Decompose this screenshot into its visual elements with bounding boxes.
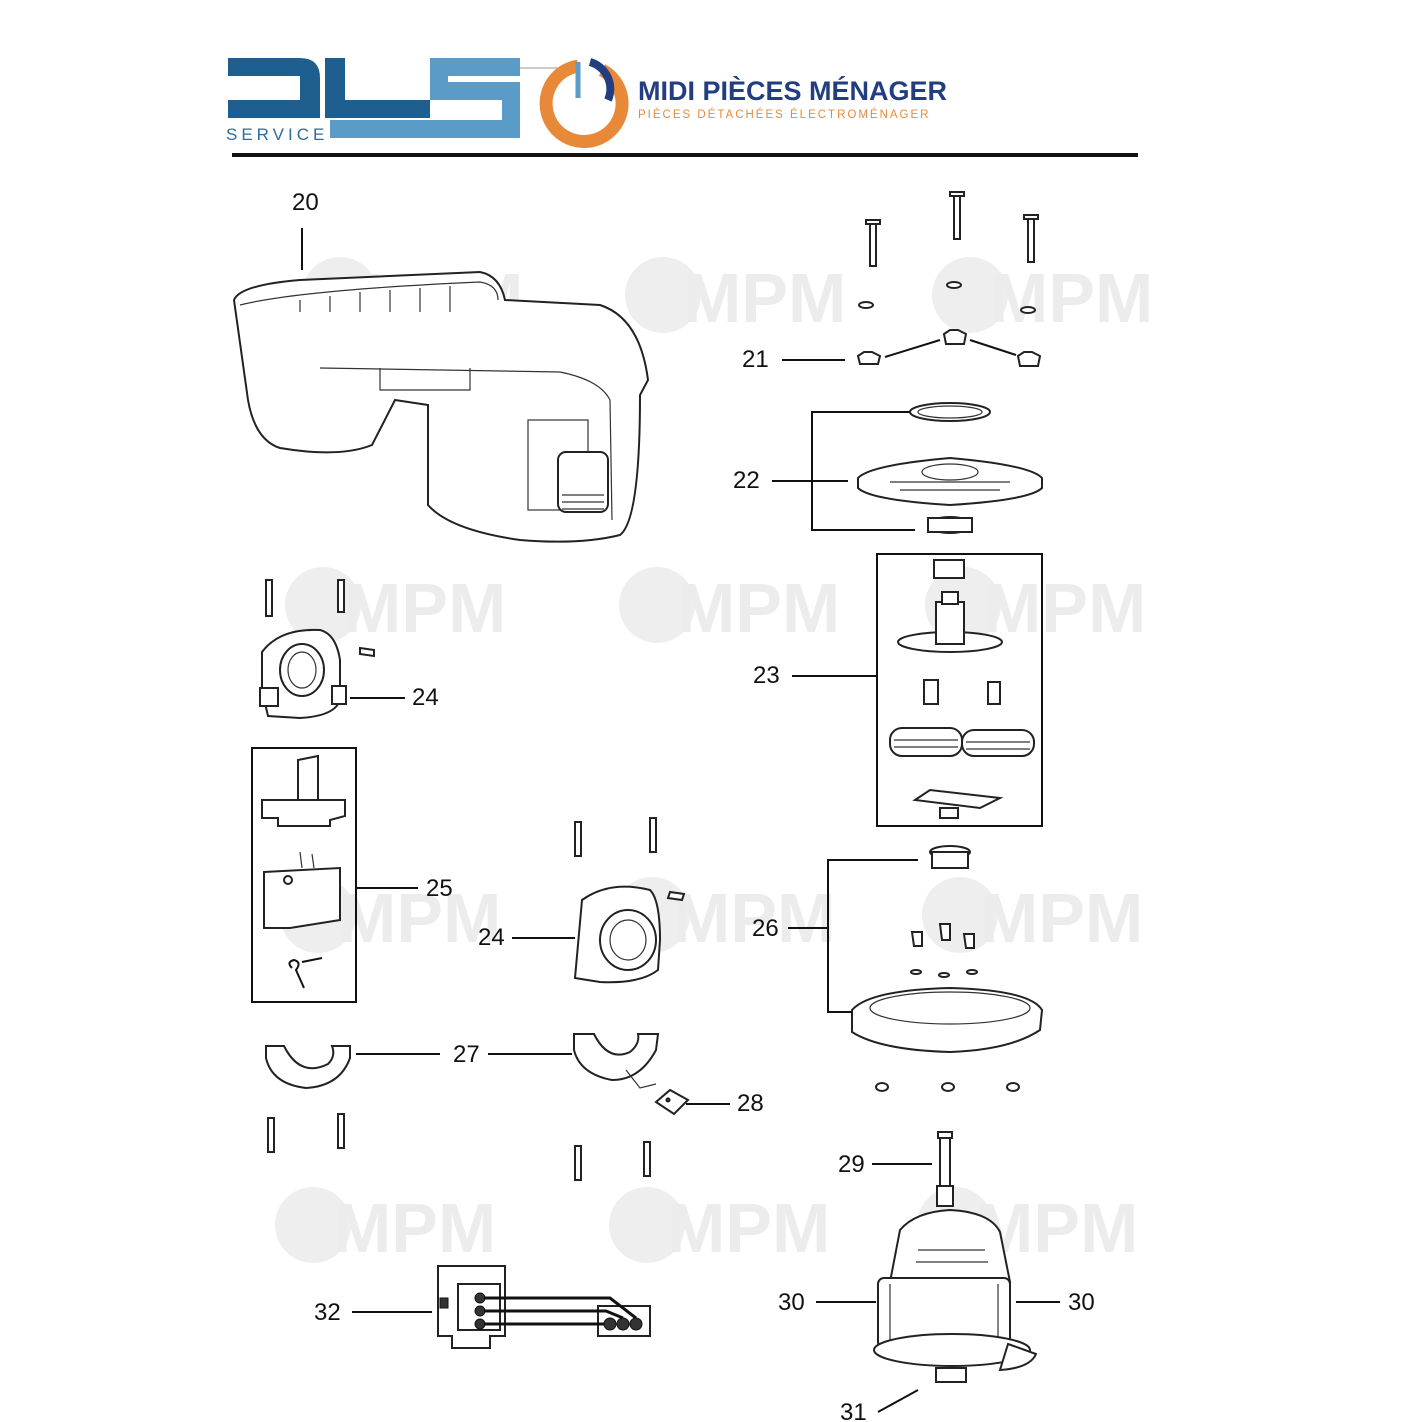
part-21-screws-spacers	[856, 191, 1042, 367]
dls-logo: SERVICE	[226, 58, 570, 144]
callout-27: 27	[453, 1041, 480, 1068]
part-29-shaft	[936, 1131, 954, 1207]
mpm-subtitle: PIÈCES DÉTACHÉES ÉLECTROMÉNAGER	[638, 108, 930, 121]
part-26-ring-gear	[827, 845, 1044, 1092]
mpm-logo: MIDI PIÈCES MÉNAGER PIÈCES DÉTACHÉES ÉLE…	[539, 58, 947, 148]
part-20-housing	[232, 270, 650, 543]
svg-text:MPM: MPM	[672, 879, 835, 957]
callout-29: 29	[838, 1151, 865, 1178]
svg-text:MPM: MPM	[667, 1189, 830, 1267]
mpm-title: MIDI PIÈCES MÉNAGER	[638, 75, 947, 106]
part-23-gear-set	[876, 553, 1043, 827]
header: SERVICE MIDI PIÈCES MÉNAGER PIÈCES DÉTAC…	[226, 58, 1138, 157]
part-25-switch-kit	[251, 747, 357, 1003]
svg-text:MPM: MPM	[683, 259, 846, 337]
watermark-10: MPM	[275, 1187, 496, 1267]
callout-30-left: 30	[778, 1289, 805, 1316]
watermark-2: MPM	[625, 257, 846, 337]
callout-20: 20	[292, 189, 319, 216]
callout-26: 26	[752, 915, 779, 942]
watermark-3: MPM	[932, 257, 1153, 337]
part-27-clamps	[265, 1033, 660, 1181]
svg-text:MPM: MPM	[990, 259, 1153, 337]
callout-32: 32	[314, 1299, 341, 1326]
callout-31: 31	[840, 1399, 867, 1422]
svg-text:MPM: MPM	[338, 879, 501, 957]
callout-25: 25	[426, 875, 453, 902]
svg-text:MPM: MPM	[343, 569, 506, 647]
part-28-microswitch	[654, 1088, 690, 1116]
part-32-wiring	[437, 1265, 651, 1349]
callout-30-right: 30	[1068, 1289, 1095, 1316]
watermark-layer: MPM MPM MPM MPM MPM MPM MPM MPM MPM MPM …	[275, 257, 1153, 1267]
watermark-5: MPM	[619, 567, 840, 647]
svg-text:MPM: MPM	[333, 1189, 496, 1267]
watermark-9: MPM	[922, 877, 1143, 957]
header-divider	[232, 153, 1138, 157]
callout-24a: 24	[412, 684, 439, 711]
svg-text:MPM: MPM	[983, 569, 1146, 647]
svg-text:MPM: MPM	[980, 879, 1143, 957]
part-30-motor	[873, 1208, 1038, 1383]
part-24-coupling-upper	[259, 579, 375, 720]
dls-caption: SERVICE	[226, 125, 328, 144]
part-22-gear-cover	[811, 402, 1043, 534]
callout-21: 21	[742, 346, 769, 373]
callout-24b: 24	[478, 924, 505, 951]
callout-22: 22	[733, 467, 760, 494]
callout-28: 28	[737, 1090, 764, 1117]
part-24-coupling-lower	[573, 817, 686, 984]
svg-text:MPM: MPM	[677, 569, 840, 647]
callout-23: 23	[753, 662, 780, 689]
watermark-11: MPM	[609, 1187, 830, 1267]
